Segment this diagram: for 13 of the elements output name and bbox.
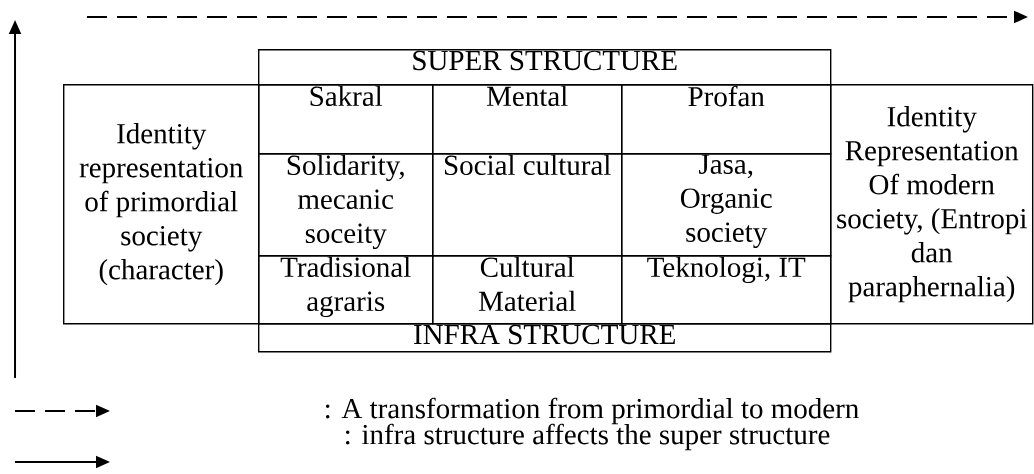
table-cell: Solidarity, mecanic soceity (258, 153, 434, 257)
table-cell: Sakral (258, 84, 434, 155)
side-box: Identity representation of primordial society (character) (63, 84, 260, 325)
footer-cell: INFRA STRUCTURE (258, 323, 832, 353)
table-cell: Mental (432, 84, 623, 155)
table-cell: Cultural Material (432, 255, 623, 325)
header-cell: SUPER STRUCTURE (258, 49, 832, 86)
table-cell: Social cultural (432, 153, 623, 257)
table-cell: Profan (621, 84, 832, 155)
table-cell: Jasa, Organic society (621, 153, 832, 257)
side-box: Identity Representation Of modern society, (Entropi dan paraphernalia) (830, 84, 1034, 325)
table-cell: Teknologi, IT (621, 255, 832, 325)
table-cell: Tradisional agraris (258, 255, 434, 325)
